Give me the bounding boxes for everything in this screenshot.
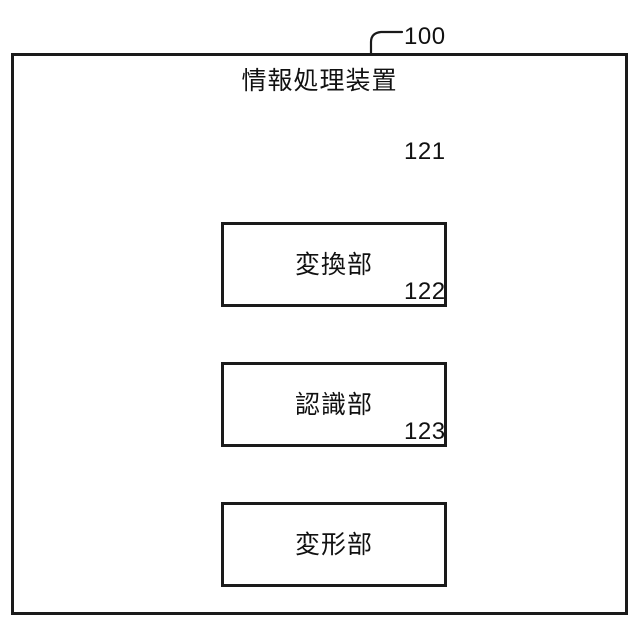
- unit-label-121: 変換部: [294, 249, 373, 279]
- apparatus-title: 情報処理装置: [241, 66, 398, 95]
- reference-numeral-122: 122: [404, 278, 446, 305]
- reference-numeral-100: 100: [404, 23, 446, 50]
- unit-label-122: 認識部: [294, 389, 373, 419]
- unit-box-122: 認識部: [221, 362, 447, 447]
- unit-label-123: 変形部: [294, 529, 373, 559]
- apparatus-frame: 情報処理装置 変換部 認識部 変形部: [11, 53, 628, 615]
- leader-line-100: [369, 30, 404, 55]
- unit-box-123: 変形部: [221, 502, 447, 587]
- unit-box-121: 変換部: [221, 222, 447, 307]
- reference-numeral-123: 123: [404, 418, 446, 445]
- reference-numeral-121: 121: [404, 138, 446, 165]
